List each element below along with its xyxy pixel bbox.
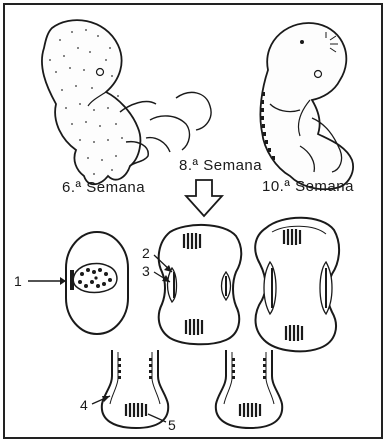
gonad-stage-3 (255, 218, 339, 352)
callout-3: 3 (142, 263, 150, 279)
gonad-stage-4 (92, 350, 168, 428)
embryo-week-8 (146, 92, 211, 152)
callout-2: 2 (142, 245, 150, 261)
down-arrow-icon (186, 180, 222, 216)
week-8-label: 8.ª Semana (179, 157, 262, 174)
embryo-week-6 (42, 20, 156, 184)
gonad-stage-1 (28, 232, 128, 334)
week-10-label: 10.ª Semana (262, 178, 354, 195)
gonad-stage-2 (154, 225, 241, 344)
gonad-stage-5 (216, 350, 282, 428)
embryo-week-10 (260, 23, 353, 189)
callout-1: 1 (14, 273, 22, 289)
week-6-label: 6.ª Semana (62, 179, 145, 196)
callout-4: 4 (80, 397, 88, 413)
callout-5: 5 (168, 417, 176, 433)
